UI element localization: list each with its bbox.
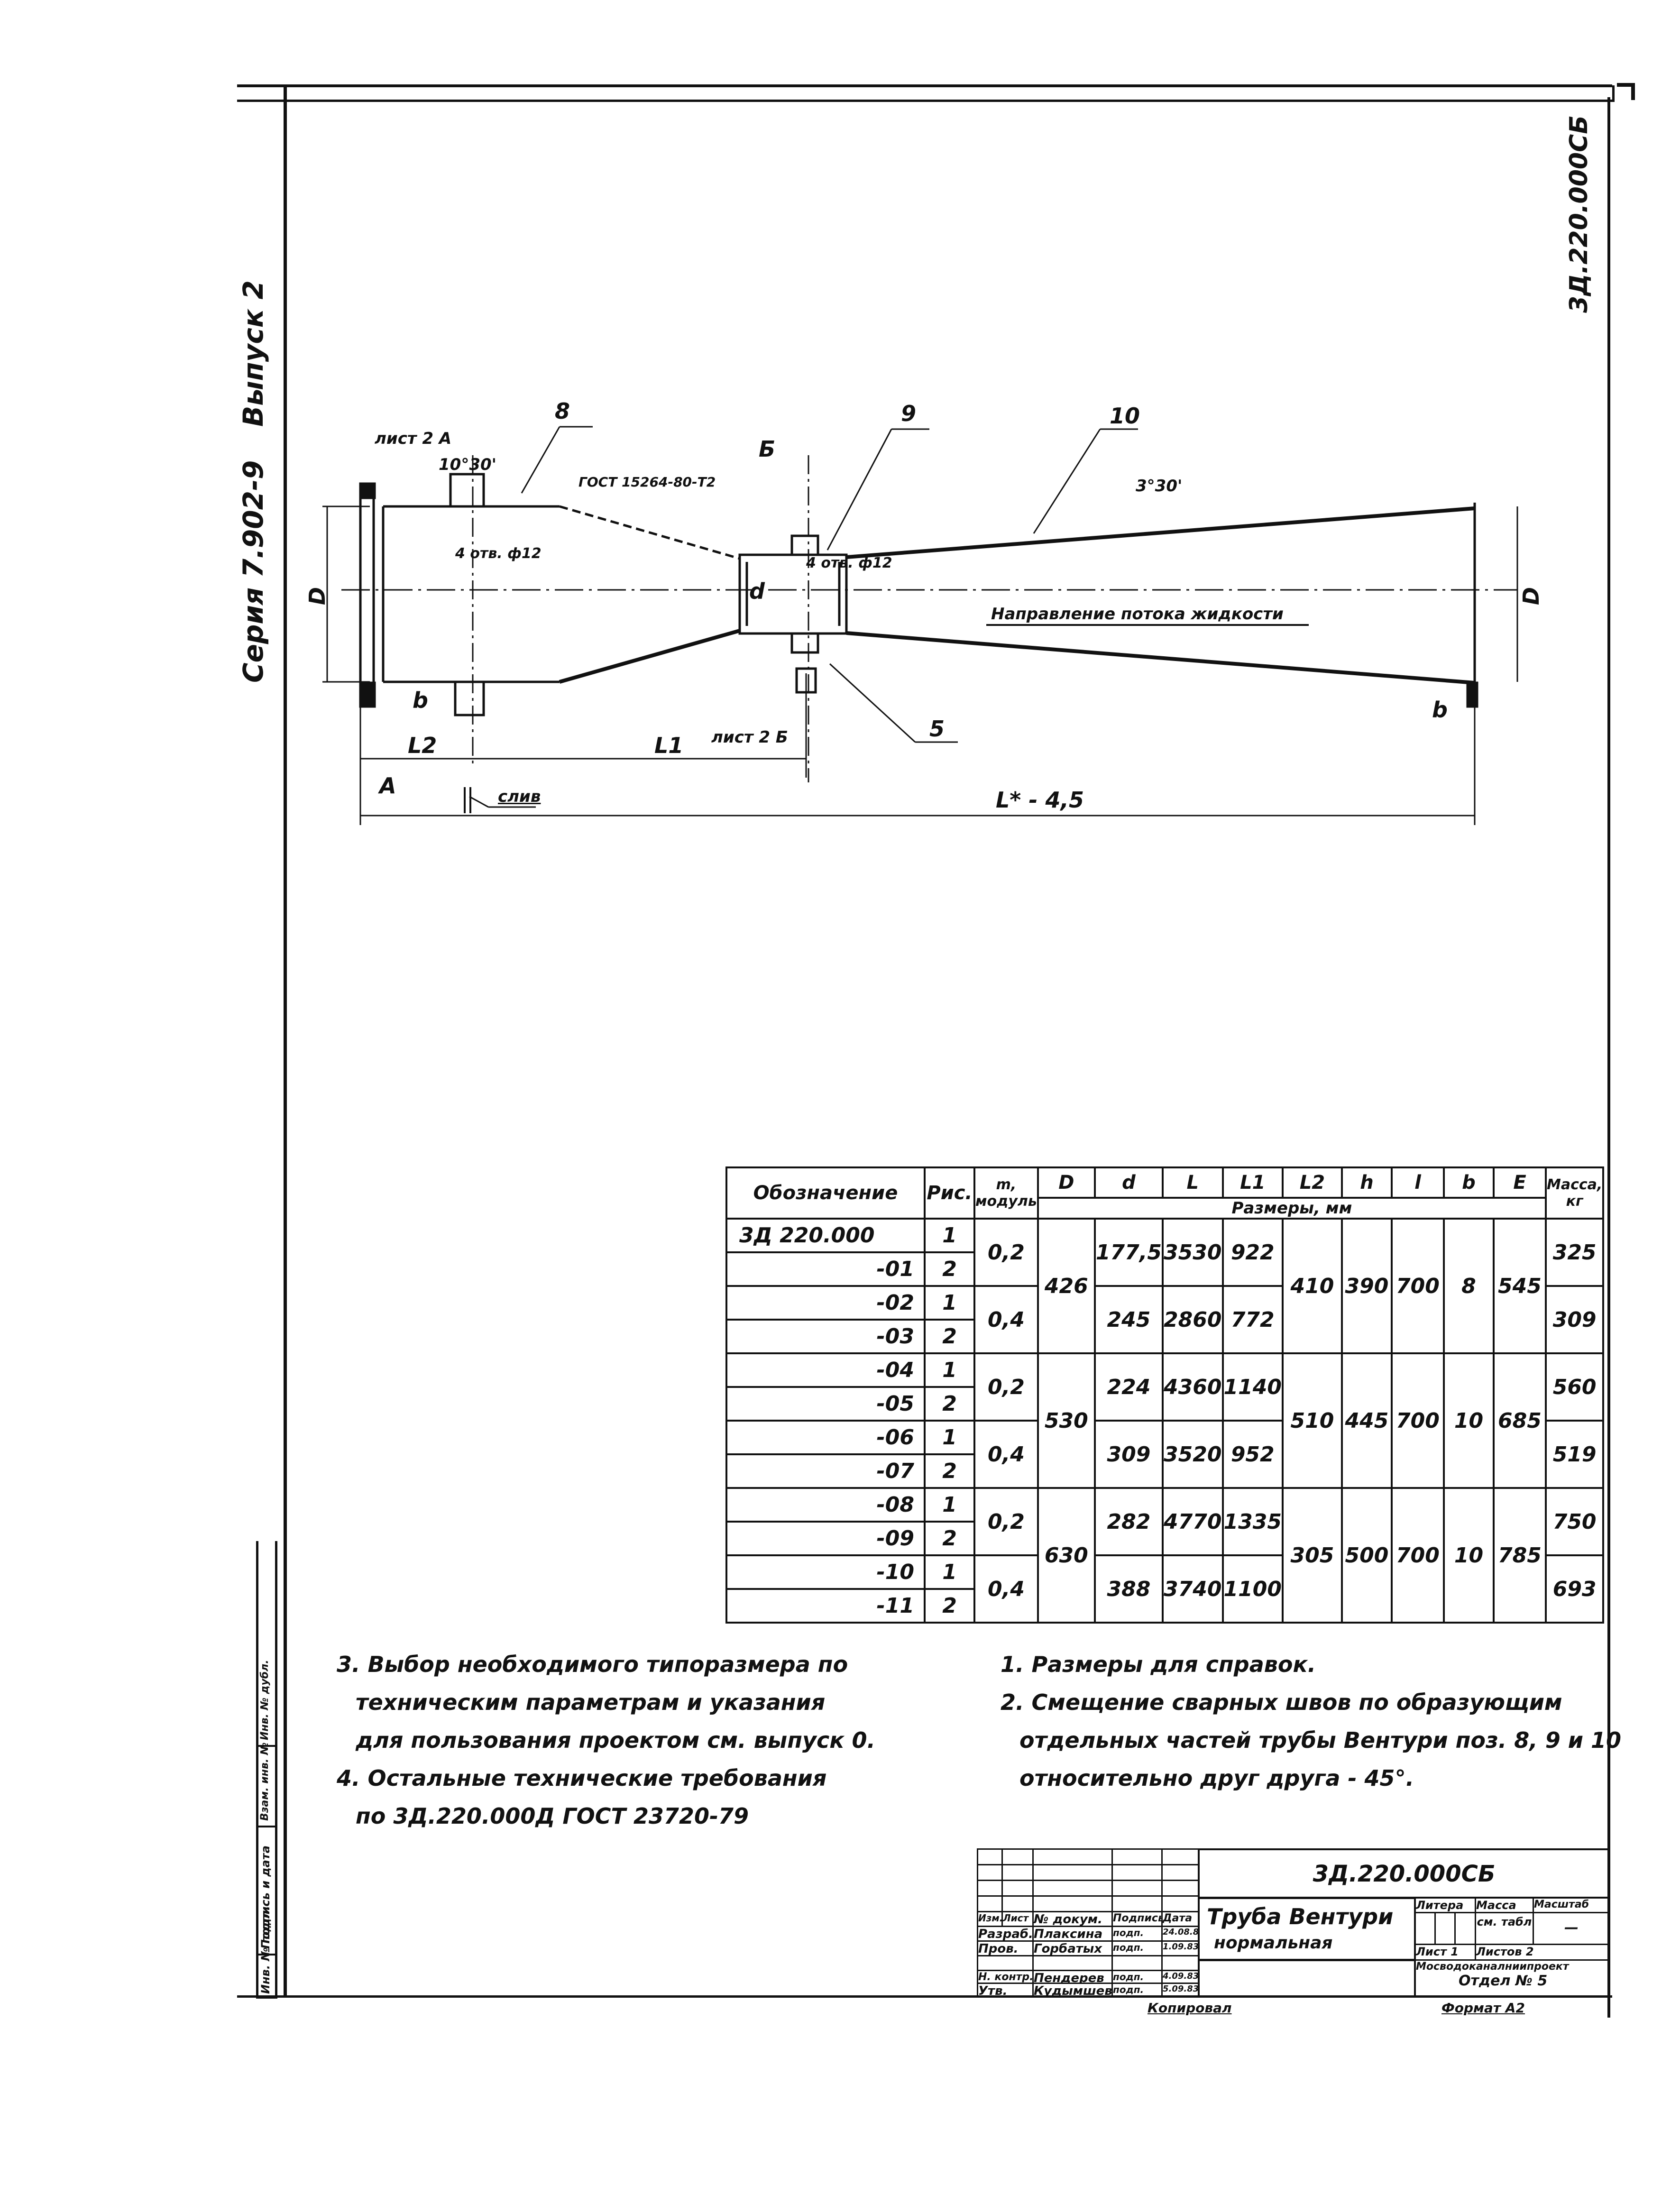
table-row: -01 2 xyxy=(725,1251,1603,1287)
header-module: m, модуль xyxy=(973,1166,1039,1220)
flow-direction-label: Направление потока жидкости xyxy=(991,605,1284,624)
table-row: -03 2 xyxy=(725,1319,1603,1354)
header-L2: L2 xyxy=(1281,1166,1343,1199)
title-line1: Труба Вентури xyxy=(1207,1904,1394,1929)
table-row: -09 2 xyxy=(725,1521,1603,1556)
table-row: -02 1 0,4 245 2860 772 309 xyxy=(725,1285,1605,1354)
header-L: L xyxy=(1162,1166,1224,1199)
throat-diameter-label: d xyxy=(749,578,765,604)
table-row: -07 2 xyxy=(725,1453,1603,1489)
header-L1: L1 xyxy=(1221,1166,1284,1199)
archival-side-stamp: Инв. № подл. Подпись и дата Взам. инв. №… xyxy=(228,1541,287,1999)
dim-L2: L2 xyxy=(408,733,437,758)
litera-label: Литера xyxy=(1414,1897,1476,1913)
frame-border-bottom xyxy=(237,1995,1612,1998)
spec-table: Обозначение Рис. m, модуль D d L L1 L2 h… xyxy=(725,1166,1605,1624)
callout-pos-8: 8 xyxy=(555,398,570,424)
mass-label: Масса xyxy=(1475,1897,1534,1913)
sheets-total: Листов 2 xyxy=(1475,1944,1610,1961)
organization: Мосводоканалниипроект Отдел № 5 xyxy=(1414,1959,1610,1997)
table-row: -05 2 xyxy=(725,1386,1603,1422)
header-dims-unit: Размеры, мм xyxy=(1037,1197,1547,1220)
table-row: 3Д 220.000 1 0,2 426 177,5 3530 922 410 … xyxy=(725,1218,1605,1354)
header-l: l xyxy=(1390,1166,1445,1199)
table-row: -08 1 0,2 630 282 4770 1335 305 500 700 … xyxy=(725,1487,1605,1624)
holes-left-note: 4 отв. ф12 xyxy=(455,545,542,562)
frame-border-top xyxy=(237,100,1612,102)
view-ref-sheet2-b: лист 2 Б xyxy=(711,728,788,747)
header-mass: Масса, кг xyxy=(1544,1166,1605,1220)
section-b-label: Б xyxy=(759,436,776,462)
header-D: D xyxy=(1037,1166,1096,1199)
table-row: -10 1 0,4 388 3740 1100 693 xyxy=(725,1554,1605,1624)
table-row: -06 1 0,4 309 3520 952 519 xyxy=(725,1420,1605,1489)
view-ref-sheet2-a: лист 2 А xyxy=(375,429,452,448)
tb-header-date: Дата xyxy=(1161,1911,1199,1927)
standard-ref: ГОСТ 15264-80-Т2 xyxy=(578,474,716,490)
dim-L1: L1 xyxy=(654,733,684,758)
frame-corner xyxy=(1584,85,1615,102)
scale-label: Масштаб xyxy=(1533,1897,1610,1913)
callout-pos-9: 9 xyxy=(901,401,917,426)
header-designation: Обозначение xyxy=(725,1166,926,1220)
title-line2: нормальная xyxy=(1214,1933,1333,1953)
document-code: 3Д.220.000СБ xyxy=(1198,1848,1610,1899)
notes-left: 3. Выбор необходимого типоразмера по тех… xyxy=(337,1652,876,1829)
scale-value: — xyxy=(1533,1912,1610,1945)
dim-b-right: b xyxy=(1432,697,1448,723)
tb-header-sign: Подпись xyxy=(1111,1911,1163,1927)
sheet-format: Формат А2 xyxy=(1441,2000,1525,2016)
copied-by: Копировал xyxy=(1148,2000,1232,2016)
venturi-tube-drawing xyxy=(322,426,1518,825)
header-fig: Рис. xyxy=(924,1166,975,1220)
angle-converging: 10°30' xyxy=(439,455,497,474)
dim-D-right: D xyxy=(1518,587,1544,606)
header-E: Е xyxy=(1492,1166,1547,1199)
header-h: h xyxy=(1340,1166,1393,1199)
title-cell: Труба Вентури нормальная xyxy=(1198,1897,1416,1961)
table-row: -04 1 0,2 530 224 4360 1140 510 445 700 … xyxy=(725,1352,1605,1489)
drain-label: слив xyxy=(498,787,541,806)
header-b: b xyxy=(1442,1166,1495,1199)
tb-header-list: Лист xyxy=(1001,1911,1034,1927)
frame-border-top-outer xyxy=(237,84,1612,87)
table-row: -11 2 xyxy=(725,1588,1603,1624)
section-a-label: А xyxy=(379,773,396,799)
holes-throat-note: 4 отв. ф12 xyxy=(806,555,892,571)
frame-border-right xyxy=(1607,97,1610,2018)
mass-value: см. табл xyxy=(1475,1912,1534,1945)
dim-D-left: D xyxy=(304,587,330,606)
crop-mark xyxy=(1617,83,1635,100)
tb-header-doc: № докум. xyxy=(1032,1911,1113,1927)
sheet-number: Лист 1 xyxy=(1414,1944,1476,1961)
header-d: d xyxy=(1093,1166,1164,1199)
frame-border-left xyxy=(284,84,287,1995)
tb-header-izm: Изм. xyxy=(977,1911,1003,1927)
dim-L-total: L* - 4,5 xyxy=(996,787,1084,813)
notes-right: 1. Размеры для справок. 2. Смещение свар… xyxy=(1001,1652,1621,1791)
angle-diverging: 3°30' xyxy=(1136,477,1183,496)
dim-b-left: b xyxy=(413,688,428,713)
callout-pos-5: 5 xyxy=(929,716,945,742)
callout-pos-10: 10 xyxy=(1110,403,1140,429)
